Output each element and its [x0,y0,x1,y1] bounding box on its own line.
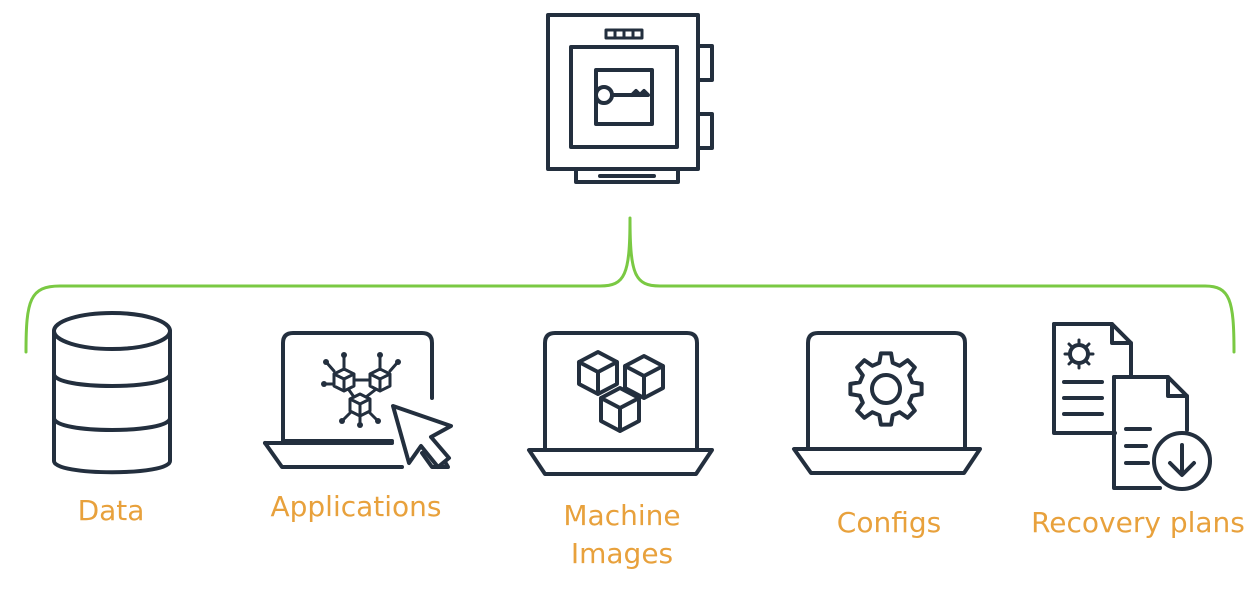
recovery-plans-documents-icon [1052,322,1212,491]
label-data: Data [77,494,145,527]
label-configs: Configs [836,506,942,539]
gear-outline [848,351,924,427]
laptop-configs-icon [792,331,982,475]
laptop-applications-icon [263,331,453,469]
grouping-bracket [24,216,1236,354]
database-icon [52,311,172,475]
laptop-machine-images-icon [527,331,714,476]
gear-icon [848,351,924,427]
label-machine-images: Machine Images [563,499,681,570]
vault-key-icon [546,13,714,184]
label-recovery-plans: Recovery plans [1031,506,1245,539]
label-applications: Applications [270,490,442,523]
